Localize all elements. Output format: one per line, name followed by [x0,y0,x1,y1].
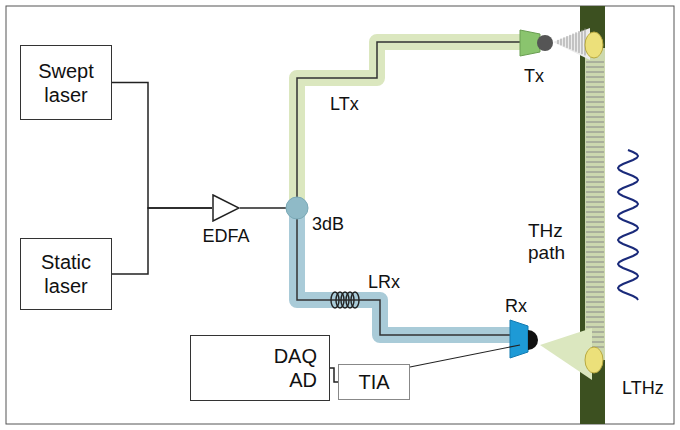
thz-wave [618,150,638,300]
amplifier-symbol [212,194,240,222]
part-label: Rx [505,296,527,317]
mirror [585,347,603,373]
node-label: DAQ AD [257,344,317,392]
rx-fiber [297,208,512,335]
beam-dashes [586,62,604,347]
part-label: Tx [524,66,544,87]
node-label: EDFA [202,226,249,248]
tx-band [297,42,525,208]
tx-fiber [297,42,525,208]
node-label: Swept laser [21,59,111,107]
node-label: Static laser [21,250,111,298]
mirror [585,32,603,58]
signal-wire [405,345,520,368]
node-label: TIA [354,370,393,394]
part-label: THz path [528,220,574,264]
laser-box: Swept laser [20,45,112,120]
daq-box: DAQ AD [190,335,330,401]
tx-beam [553,28,590,60]
tx-beam-dashes [558,29,585,56]
thz-beam [585,48,605,360]
connector [112,83,212,209]
rx-band [297,208,512,335]
part-label: 3dB [312,214,344,235]
fiber-coil [331,292,359,308]
connector [330,368,338,382]
part-label: LRx [368,272,400,293]
connector [112,208,212,274]
laser-box: Static laser [20,238,112,310]
amplifier: EDFA [212,194,240,222]
rx-detector [510,320,528,358]
rx-beam [540,328,592,380]
tx-lens [537,35,553,51]
frame [6,6,674,424]
coupler [286,197,308,219]
rx-lens [528,330,538,350]
tia-box: TIA [338,364,410,400]
part-label: LTx [330,94,359,115]
part-label: LTHz [622,378,664,399]
